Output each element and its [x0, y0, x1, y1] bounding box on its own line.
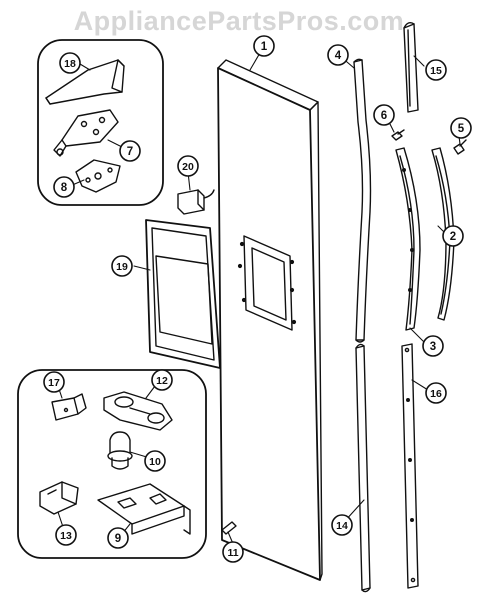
callout-13: 13 [55, 524, 77, 546]
part-9-hinge-base-plate [97, 483, 191, 535]
callout-10: 10 [144, 450, 166, 472]
callout-18: 18 [59, 52, 81, 74]
callout-19: 19 [111, 255, 133, 277]
callout-4: 4 [327, 44, 349, 66]
part-20-dispenser-switch [177, 189, 215, 215]
part-3-curved-trim-bar [395, 147, 421, 331]
part-13-hinge-cover [39, 481, 79, 515]
callout-label: 8 [61, 182, 68, 194]
callout-14: 14 [331, 514, 353, 536]
callout-3: 3 [422, 335, 444, 357]
callout-8: 8 [53, 176, 75, 198]
inset-box-lower-hinge [17, 369, 207, 559]
watermark: AppliancePartsPros.com [73, 6, 405, 36]
callout-circle [119, 140, 141, 162]
callout-circle [151, 369, 173, 391]
callout-circle [53, 176, 75, 198]
callout-circle [253, 35, 275, 57]
callout-16: 16 [425, 382, 447, 404]
part-5-screw [453, 139, 467, 155]
part-10-hinge-bushing [107, 431, 133, 470]
callout-1: 1 [253, 35, 275, 57]
part-15-handle-trim-upper [403, 21, 419, 113]
callout-label: 1 [261, 41, 268, 53]
callout-label: 10 [149, 456, 161, 468]
callout-label: 5 [458, 123, 465, 135]
callout-circle [144, 450, 166, 472]
part-8-hinge-bracket [75, 159, 121, 193]
callout-label: 19 [116, 261, 128, 273]
callout-circle [442, 225, 464, 247]
part-12-hinge-lower [103, 391, 173, 431]
callout-20: 20 [177, 155, 199, 177]
part-14-door-handle-lower [355, 343, 371, 593]
part-18-hinge-cover-top [45, 59, 125, 105]
callout-circle [327, 44, 349, 66]
callout-label: 4 [335, 50, 342, 62]
callout-6: 6 [373, 104, 395, 126]
callout-12: 12 [151, 369, 173, 391]
callout-label: 12 [156, 375, 168, 387]
callout-circle [425, 382, 447, 404]
callout-circle [111, 255, 133, 277]
callout-circle [373, 104, 395, 126]
callout-circle [55, 524, 77, 546]
callout-label: 17 [48, 377, 60, 389]
callout-label: 6 [381, 110, 387, 122]
callout-11: 11 [222, 541, 244, 563]
callout-label: 7 [127, 146, 133, 158]
callout-label: 15 [430, 65, 442, 77]
callout-circle [331, 514, 353, 536]
part-16-handle-trim-lower [401, 343, 419, 589]
callout-circle [43, 371, 65, 393]
callout-label: 20 [182, 161, 194, 173]
part-4-door-handle-upper [353, 58, 372, 343]
callout-label: 11 [227, 547, 238, 559]
part-7-hinge-plate-upper [53, 109, 119, 157]
callout-circle [425, 59, 447, 81]
callout-17: 17 [43, 371, 65, 393]
callout-circle [222, 541, 244, 563]
callout-label: 16 [430, 388, 442, 400]
callout-7: 7 [119, 140, 141, 162]
part-6-screw [391, 129, 405, 141]
callout-label: 14 [336, 520, 348, 532]
part-1-door-panel [217, 59, 323, 581]
callout-label: 2 [450, 231, 456, 243]
callout-circle [422, 335, 444, 357]
part-11-door-stop-clip [221, 521, 237, 535]
part-17-bracket-small [51, 393, 87, 421]
callout-label: 3 [430, 341, 436, 353]
callout-9: 9 [107, 527, 129, 549]
callout-2: 2 [442, 225, 464, 247]
callout-circle [177, 155, 199, 177]
callout-5: 5 [450, 117, 472, 139]
callout-circle [107, 527, 129, 549]
callout-circle [450, 117, 472, 139]
callout-label: 18 [64, 58, 76, 70]
callout-label: 9 [115, 533, 121, 545]
callout-15: 15 [425, 59, 447, 81]
callout-label: 13 [60, 530, 72, 542]
part-19-dispenser-frame [145, 219, 221, 369]
callout-circle [59, 52, 81, 74]
inset-box-upper-hinge [37, 39, 164, 206]
